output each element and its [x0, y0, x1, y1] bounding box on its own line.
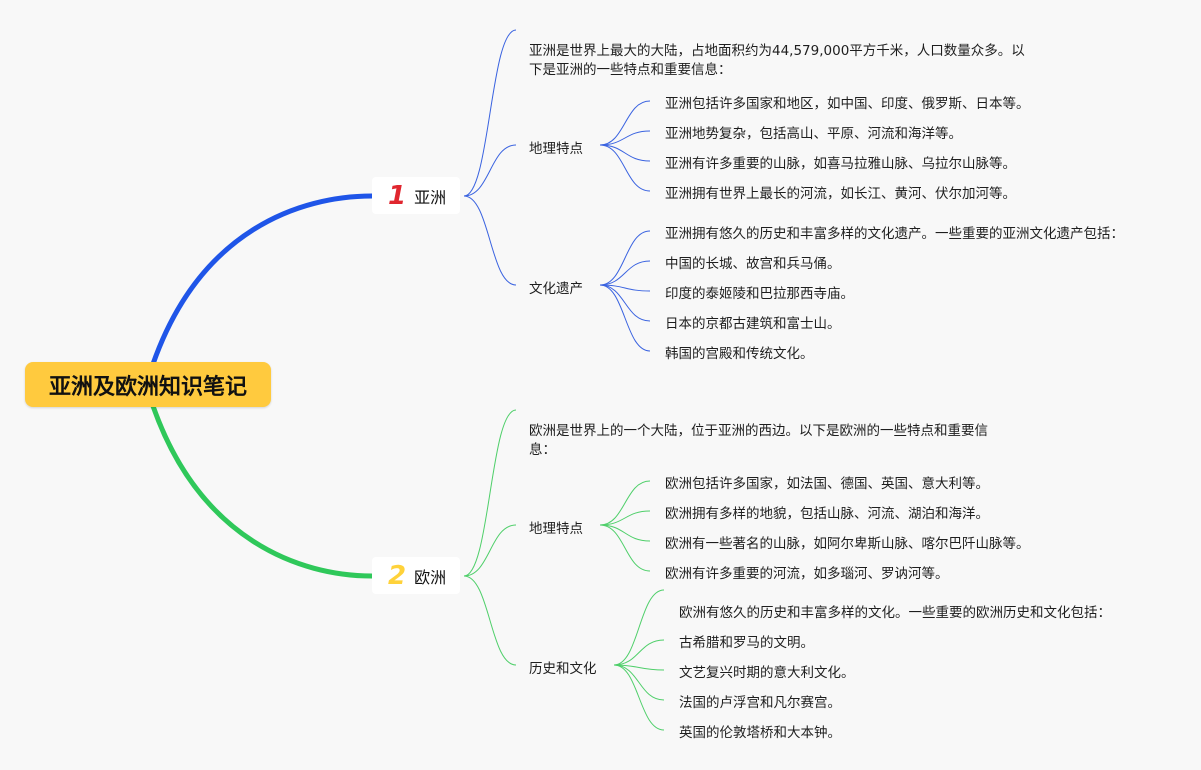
number-1-icon: 1 — [388, 180, 407, 211]
main-topic-asia-label: 亚洲 — [414, 187, 447, 207]
asia-culture-leaf-connector — [599, 284, 651, 322]
asia-geo-item[interactable]: 亚洲有许多重要的山脉，如喜马拉雅山脉、乌拉尔山脉等。 — [665, 156, 1016, 172]
asia-culture-item[interactable]: 亚洲拥有悠久的历史和丰富多样的文化遗产。一些重要的亚洲文化遗产包括： — [665, 226, 1124, 242]
europe-intro[interactable]: 欧洲是世界上的一个大陆，位于亚洲的西边。以下是欧洲的一些特点和重要信息： — [529, 423, 988, 458]
asia-connector-lines — [463, 29, 651, 352]
asia-culture-leaf-connector — [599, 284, 651, 352]
europe-history-connector — [463, 575, 517, 666]
europe-geo-connector — [463, 524, 517, 577]
asia-geo-leaf-connector — [599, 100, 651, 146]
europe-geo-leaf-connector — [599, 480, 651, 526]
main-topic-europe-label: 欧洲 — [414, 567, 447, 587]
asia-culture-connector — [463, 195, 517, 286]
europe-history-item[interactable]: 法国的卢浮宫和凡尔赛宫。 — [679, 695, 841, 711]
asia-geo-leaf-connector — [599, 144, 651, 192]
europe-geo-leaf-connector — [599, 524, 651, 542]
europe-history-item[interactable]: 古希腊和罗马的文明。 — [679, 635, 814, 651]
asia-geo-leaf-connector — [599, 130, 651, 146]
europe-main-branch — [150, 403, 375, 579]
asia-culture-leaf-connector — [599, 260, 651, 286]
asia-culture-item[interactable]: 印度的泰姬陵和巴拉那西寺庙。 — [665, 286, 854, 302]
europe-geo-item[interactable]: 欧洲有一些著名的山脉，如阿尔卑斯山脉、喀尔巴阡山脉等。 — [665, 536, 1030, 552]
europe-history-item[interactable]: 英国的伦敦塔桥和大本钟。 — [679, 725, 841, 741]
asia-intro[interactable]: 亚洲是世界上最大的大陆，占地面积约为44,579,000平方千米，人口数量众多。… — [529, 43, 1025, 78]
europe-geo-item[interactable]: 欧洲包括许多国家，如法国、德国、英国、意大利等。 — [665, 476, 989, 492]
asia-geo-leaf-connector — [599, 144, 651, 162]
europe-geo-leaf-connector — [599, 524, 651, 572]
asia-geo-connector — [463, 144, 517, 197]
asia-geo-item[interactable]: 亚洲拥有世界上最长的河流，如长江、黄河、伏尔加河等。 — [665, 186, 1016, 202]
europe-history-leaf-connector — [613, 639, 665, 666]
asia-geo-item[interactable]: 亚洲地势复杂，包括高山、平原、河流和海洋等。 — [665, 126, 962, 142]
asia-culture-leaf-connector — [599, 230, 651, 286]
asia-geo-topic[interactable]: 地理特点 — [529, 141, 583, 157]
europe-history-item[interactable]: 欧洲有悠久的历史和丰富多样的文化。一些重要的欧洲历史和文化包括： — [679, 605, 1111, 621]
asia-intro-connector — [463, 29, 517, 197]
root-title: 亚洲及欧洲知识笔记 — [48, 374, 247, 400]
asia-geo-item[interactable]: 亚洲包括许多国家和地区，如中国、印度、俄罗斯、日本等。 — [665, 96, 1030, 112]
asia-culture-item[interactable]: 日本的京都古建筑和富士山。 — [665, 316, 841, 332]
europe-geo-item[interactable]: 欧洲有许多重要的河流，如多瑙河、罗讷河等。 — [665, 566, 949, 582]
europe-history-item[interactable]: 文艺复兴时期的意大利文化。 — [679, 665, 855, 681]
asia-culture-topic[interactable]: 文化遗产 — [529, 281, 583, 297]
europe-geo-leaf-connector — [599, 510, 651, 526]
europe-history-leaf-connector — [613, 664, 665, 701]
europe-history-leaf-connector — [613, 664, 665, 731]
europe-history-topic[interactable]: 历史和文化 — [529, 661, 597, 677]
asia-culture-item[interactable]: 中国的长城、故宫和兵马俑。 — [665, 256, 841, 272]
europe-intro-connector — [463, 409, 517, 577]
europe-history-leaf-connector — [613, 589, 665, 666]
main-topic-asia[interactable]: 1 亚洲 — [372, 177, 461, 214]
asia-culture-item[interactable]: 韩国的宫殿和传统文化。 — [665, 346, 814, 362]
europe-geo-topic[interactable]: 地理特点 — [529, 521, 583, 537]
europe-geo-item[interactable]: 欧洲拥有多样的地貌，包括山脉、河流、湖泊和海洋。 — [665, 506, 989, 522]
europe-connector-lines — [463, 409, 665, 731]
number-2-icon: 2 — [388, 560, 407, 591]
asia-main-branch — [150, 193, 375, 367]
root-topic[interactable]: 亚洲及欧洲知识笔记 — [25, 362, 271, 407]
main-topic-europe[interactable]: 2 欧洲 — [372, 557, 461, 594]
